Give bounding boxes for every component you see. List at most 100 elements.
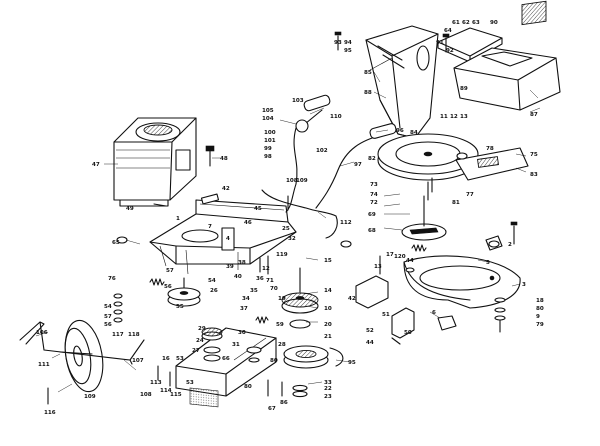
part-label: 16: [162, 356, 170, 362]
part-label: 68: [368, 228, 376, 234]
cutter-plate: [401, 195, 447, 241]
part-label: 1: [176, 216, 180, 222]
part-label: 42: [222, 186, 230, 192]
part-label: 87: [530, 112, 538, 118]
part-label: 92: [446, 48, 454, 54]
part-label: 80: [536, 306, 544, 312]
part-label: 69: [368, 212, 376, 218]
part-label: 33: [324, 380, 332, 386]
part-label: 44: [366, 340, 374, 346]
part-label: 5: [486, 260, 490, 266]
part-label: 38: [238, 260, 246, 266]
part-label: 99: [264, 146, 272, 152]
deflector-box: [453, 0, 561, 111]
part-label: 66: [222, 356, 230, 362]
handle-bar-left: [285, 94, 331, 213]
part-label: 54: [208, 278, 216, 284]
part-label: 56: [164, 284, 172, 290]
part-label: 46: [244, 220, 252, 226]
part-label: 113: [150, 380, 162, 386]
part-label: 79: [536, 322, 544, 328]
part-label: 82: [368, 156, 376, 162]
part-label: 28: [278, 342, 286, 348]
part-label: 106: [36, 330, 48, 336]
part-label: 13: [460, 114, 468, 120]
part-label: 83: [530, 172, 538, 178]
part-label: 25: [282, 226, 290, 232]
part-label: 80: [244, 384, 252, 390]
part-label: 50: [404, 330, 412, 336]
fasteners: [47, 31, 518, 405]
part-label: 98: [264, 154, 272, 160]
part-label: 104: [262, 116, 274, 122]
part-label: 32: [288, 236, 296, 242]
part-label: 75: [530, 152, 538, 158]
pulley-center: [281, 267, 319, 329]
part-label: 57: [104, 314, 112, 320]
part-label: 59: [276, 322, 284, 328]
part-label: 107: [132, 358, 144, 364]
part-label: 34: [242, 296, 250, 302]
part-label: 61: [452, 20, 460, 26]
part-label: 10: [324, 306, 332, 312]
part-label: 108: [286, 178, 298, 184]
part-label: 19: [278, 296, 286, 302]
part-label: 15: [324, 258, 332, 264]
part-label: 105: [262, 108, 274, 114]
part-label: 3: [522, 282, 526, 288]
part-label: 4: [226, 236, 230, 242]
base-tray: [175, 327, 277, 408]
part-label: 40: [234, 274, 242, 280]
part-label: 12: [450, 114, 458, 120]
part-label: 13: [374, 264, 382, 270]
pulley-lower: [283, 345, 344, 398]
part-label: 12: [262, 266, 270, 272]
part-label: 35: [250, 288, 258, 294]
part-label: 26: [210, 288, 218, 294]
part-label: 36: [256, 276, 264, 282]
part-label: 93: [334, 40, 342, 46]
part-label: 37: [240, 306, 248, 312]
part-label: 78: [486, 146, 494, 152]
part-label: 108: [140, 392, 152, 398]
part-label: 118: [128, 332, 140, 338]
part-label: 67: [268, 406, 276, 412]
part-label: 89: [460, 86, 468, 92]
part-label: 20: [324, 322, 332, 328]
part-label: 62: [462, 20, 470, 26]
part-label: 111: [38, 362, 50, 368]
part-label: 109: [84, 394, 96, 400]
part-label: 96: [396, 128, 404, 134]
part-label: 117: [112, 332, 124, 338]
part-label: 86: [280, 400, 288, 406]
part-label: 97: [354, 162, 362, 168]
handle-bar-lower: [261, 189, 338, 239]
part-label: 22: [324, 386, 332, 392]
part-label: 42: [348, 296, 356, 302]
part-label: 119: [276, 252, 288, 258]
part-label: 31: [232, 342, 240, 348]
part-label: 65: [112, 240, 120, 246]
part-label: 54: [104, 304, 112, 310]
part-number-labels: 93 94 95 85 88 61 62 63 64 90 91 92 89 8…: [36, 20, 544, 416]
part-label: 57: [166, 268, 174, 274]
part-label: 103: [292, 98, 304, 104]
part-label: 112: [340, 220, 352, 226]
part-label: 63: [472, 20, 480, 26]
part-label: 30: [238, 330, 246, 336]
part-label: 120: [394, 254, 406, 260]
part-label: 72: [370, 200, 378, 206]
part-label: 56: [104, 322, 112, 328]
wheel-assembly: [59, 319, 104, 393]
part-label: 110: [330, 114, 342, 120]
spark-plug-item: [205, 145, 215, 167]
belt-housing: [403, 255, 521, 309]
part-label: 23: [324, 394, 332, 400]
bracket-parts: [355, 235, 503, 339]
part-label: 45: [254, 206, 262, 212]
part-label: 102: [316, 148, 328, 154]
part-label: 18: [536, 298, 544, 304]
part-label: 11: [440, 114, 448, 120]
part-label: 39: [226, 264, 234, 270]
part-label: 100: [264, 130, 276, 136]
